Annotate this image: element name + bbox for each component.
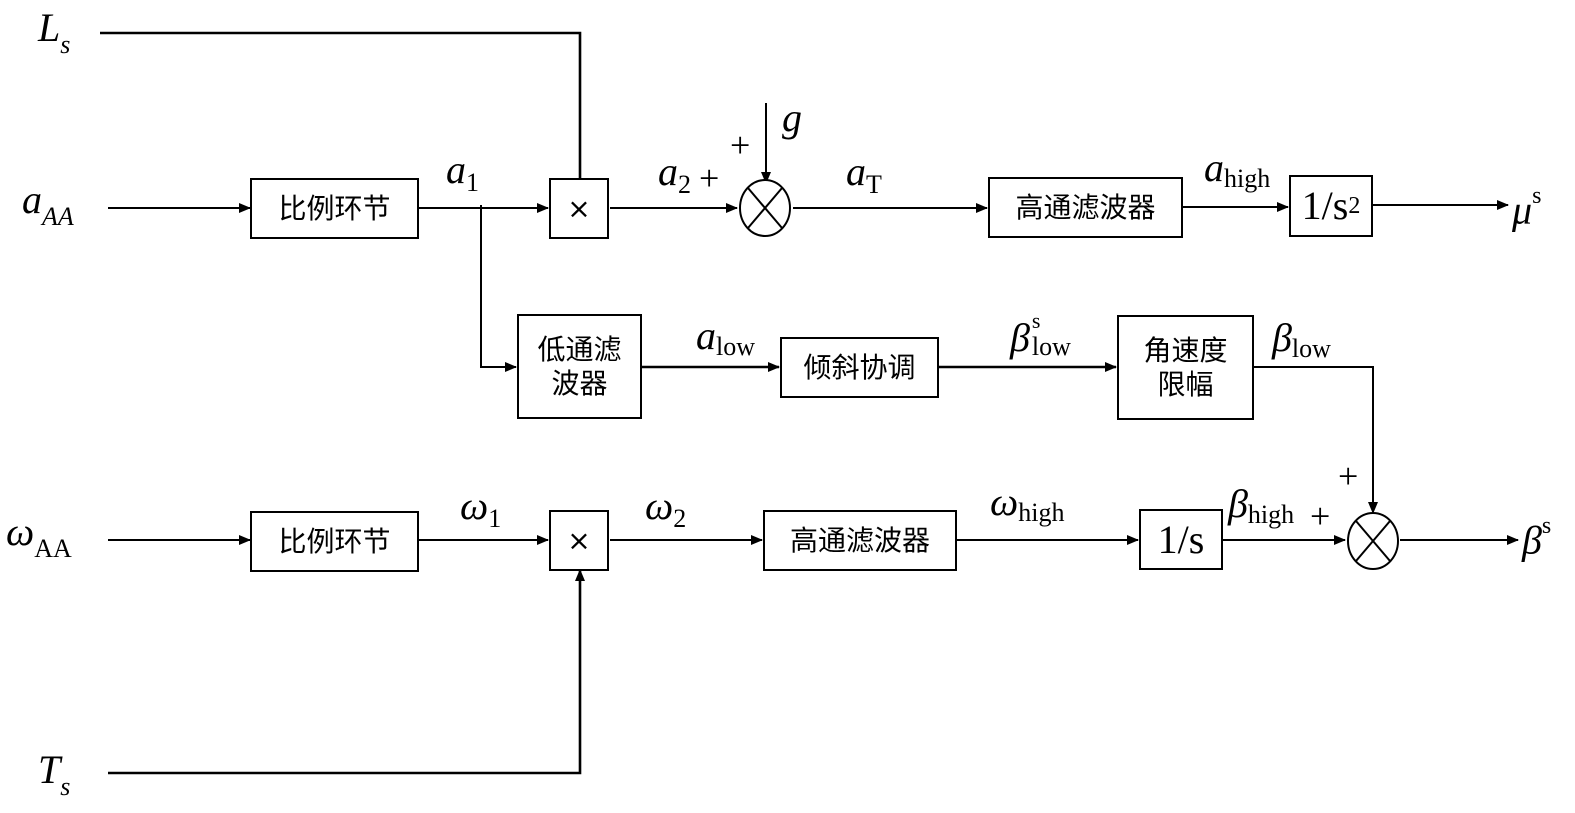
aAA-sub: AA: [42, 202, 74, 231]
block-hpf-a[interactable]: [988, 177, 1183, 238]
signal-omega2: ω2: [645, 483, 686, 532]
signal-aT: aT: [846, 149, 882, 198]
betas-sup: s: [1541, 513, 1552, 539]
block-tilt-label: 倾斜协调: [803, 350, 916, 384]
block-lpf[interactable]: [517, 314, 642, 419]
rate-line1: 角速度: [1143, 333, 1228, 367]
omegahigh-main: ω: [990, 479, 1019, 524]
sum-a-left-sign: +: [699, 158, 720, 198]
Ls-main: L: [38, 5, 61, 50]
wire-Ts: [108, 569, 585, 775]
signal-omega1: ω1: [460, 483, 501, 532]
omegaAA-sub: AA: [34, 534, 72, 563]
betas-main: β: [1522, 517, 1542, 563]
ahigh-main: a: [1204, 145, 1224, 190]
rate-line2: 限幅: [1157, 367, 1214, 401]
output-mus: μs: [1512, 184, 1541, 233]
input-Ts: Ts: [38, 747, 70, 800]
a1-main: a: [446, 147, 466, 192]
block-hpf-w[interactable]: [763, 510, 957, 571]
omegaAA-main: ω: [6, 509, 35, 554]
sum-a-top-sign: +: [730, 125, 751, 165]
sum-b-left-sign: +: [1310, 496, 1331, 536]
signal-alow: alow: [696, 313, 755, 360]
wire-Ls: [100, 31, 585, 199]
input-Ls: Ls: [38, 5, 70, 58]
block-int1[interactable]: [1139, 509, 1223, 570]
signal-omegahigh: ωhigh: [990, 479, 1064, 526]
signal-ahigh: ahigh: [1204, 145, 1270, 192]
alow-main: a: [696, 313, 716, 358]
input-omegaAA: ωAA: [6, 509, 72, 562]
block-prop-a-label: 比例环节: [278, 191, 391, 225]
block-prop-a[interactable]: [250, 178, 419, 239]
alow-sub: low: [716, 332, 755, 361]
multiply-icon: ×: [567, 523, 591, 557]
betalow-s-sub: low: [1031, 332, 1071, 361]
omega2-sub: 2: [673, 504, 687, 533]
a2-sub: 2: [678, 170, 691, 199]
lpf-line1: 低通滤: [537, 332, 622, 366]
betalow-sub: low: [1291, 334, 1331, 363]
block-prop-w[interactable]: [250, 511, 419, 572]
betalow-main: β: [1272, 315, 1292, 360]
betalow-s-sup: s: [1031, 308, 1041, 333]
Ls-sub: s: [60, 30, 71, 59]
block-rate-limit-label: 角速度 限幅: [1118, 316, 1253, 419]
sum-junction-a[interactable]: [739, 179, 791, 237]
multiply-icon: ×: [567, 191, 591, 225]
wire-a1-branch: [480, 205, 517, 372]
betahigh-main: β: [1228, 481, 1248, 526]
sum-junction-b[interactable]: [1347, 512, 1399, 570]
int2-exponent: 2: [1348, 192, 1361, 219]
block-hpf-w-label: 高通滤波器: [789, 523, 930, 557]
a1-sub: 1: [466, 168, 479, 197]
omega2-main: ω: [645, 483, 674, 528]
betalow-s-main: β: [1010, 315, 1030, 360]
lpf-line2: 波器: [551, 366, 608, 400]
sum-b-top-sign: +: [1338, 456, 1359, 496]
int2-text: 1/s: [1301, 183, 1349, 228]
block-int2[interactable]: [1289, 175, 1373, 237]
ahigh-sub: high: [1224, 164, 1271, 193]
omega1-main: ω: [460, 483, 489, 528]
Ts-sub: s: [60, 772, 71, 801]
block-hpf-a-label: 高通滤波器: [1015, 190, 1156, 224]
aT-sub: T: [866, 170, 882, 199]
mus-sup: s: [1532, 183, 1542, 209]
signal-betahigh: βhigh: [1228, 481, 1294, 528]
block-tilt[interactable]: [780, 337, 939, 398]
signal-betalow: βlow: [1272, 315, 1331, 362]
block-int1-label: 1/s: [1157, 516, 1205, 562]
block-rate-limit[interactable]: [1117, 315, 1254, 420]
wire-betalow: [1254, 366, 1378, 514]
betahigh-sub: high: [1247, 500, 1295, 529]
Ts-main: T: [38, 747, 61, 792]
omegahigh-sub: high: [1018, 498, 1065, 527]
block-mult-a[interactable]: [549, 178, 609, 239]
aT-main: a: [846, 149, 866, 194]
block-mult-w[interactable]: [549, 510, 609, 571]
omega1-sub: 1: [488, 504, 502, 533]
signal-a2: a2: [658, 149, 691, 198]
block-prop-w-label: 比例环节: [278, 524, 391, 558]
signal-g: g: [782, 95, 802, 140]
mus-main: μ: [1512, 187, 1533, 233]
signal-a1: a1: [446, 147, 479, 196]
block-lpf-label: 低通滤 波器: [518, 315, 641, 418]
output-betas: βs: [1522, 514, 1551, 563]
input-aAA: aAA: [22, 177, 74, 230]
a2-main: a: [658, 149, 678, 194]
aAA-main: a: [22, 177, 42, 222]
